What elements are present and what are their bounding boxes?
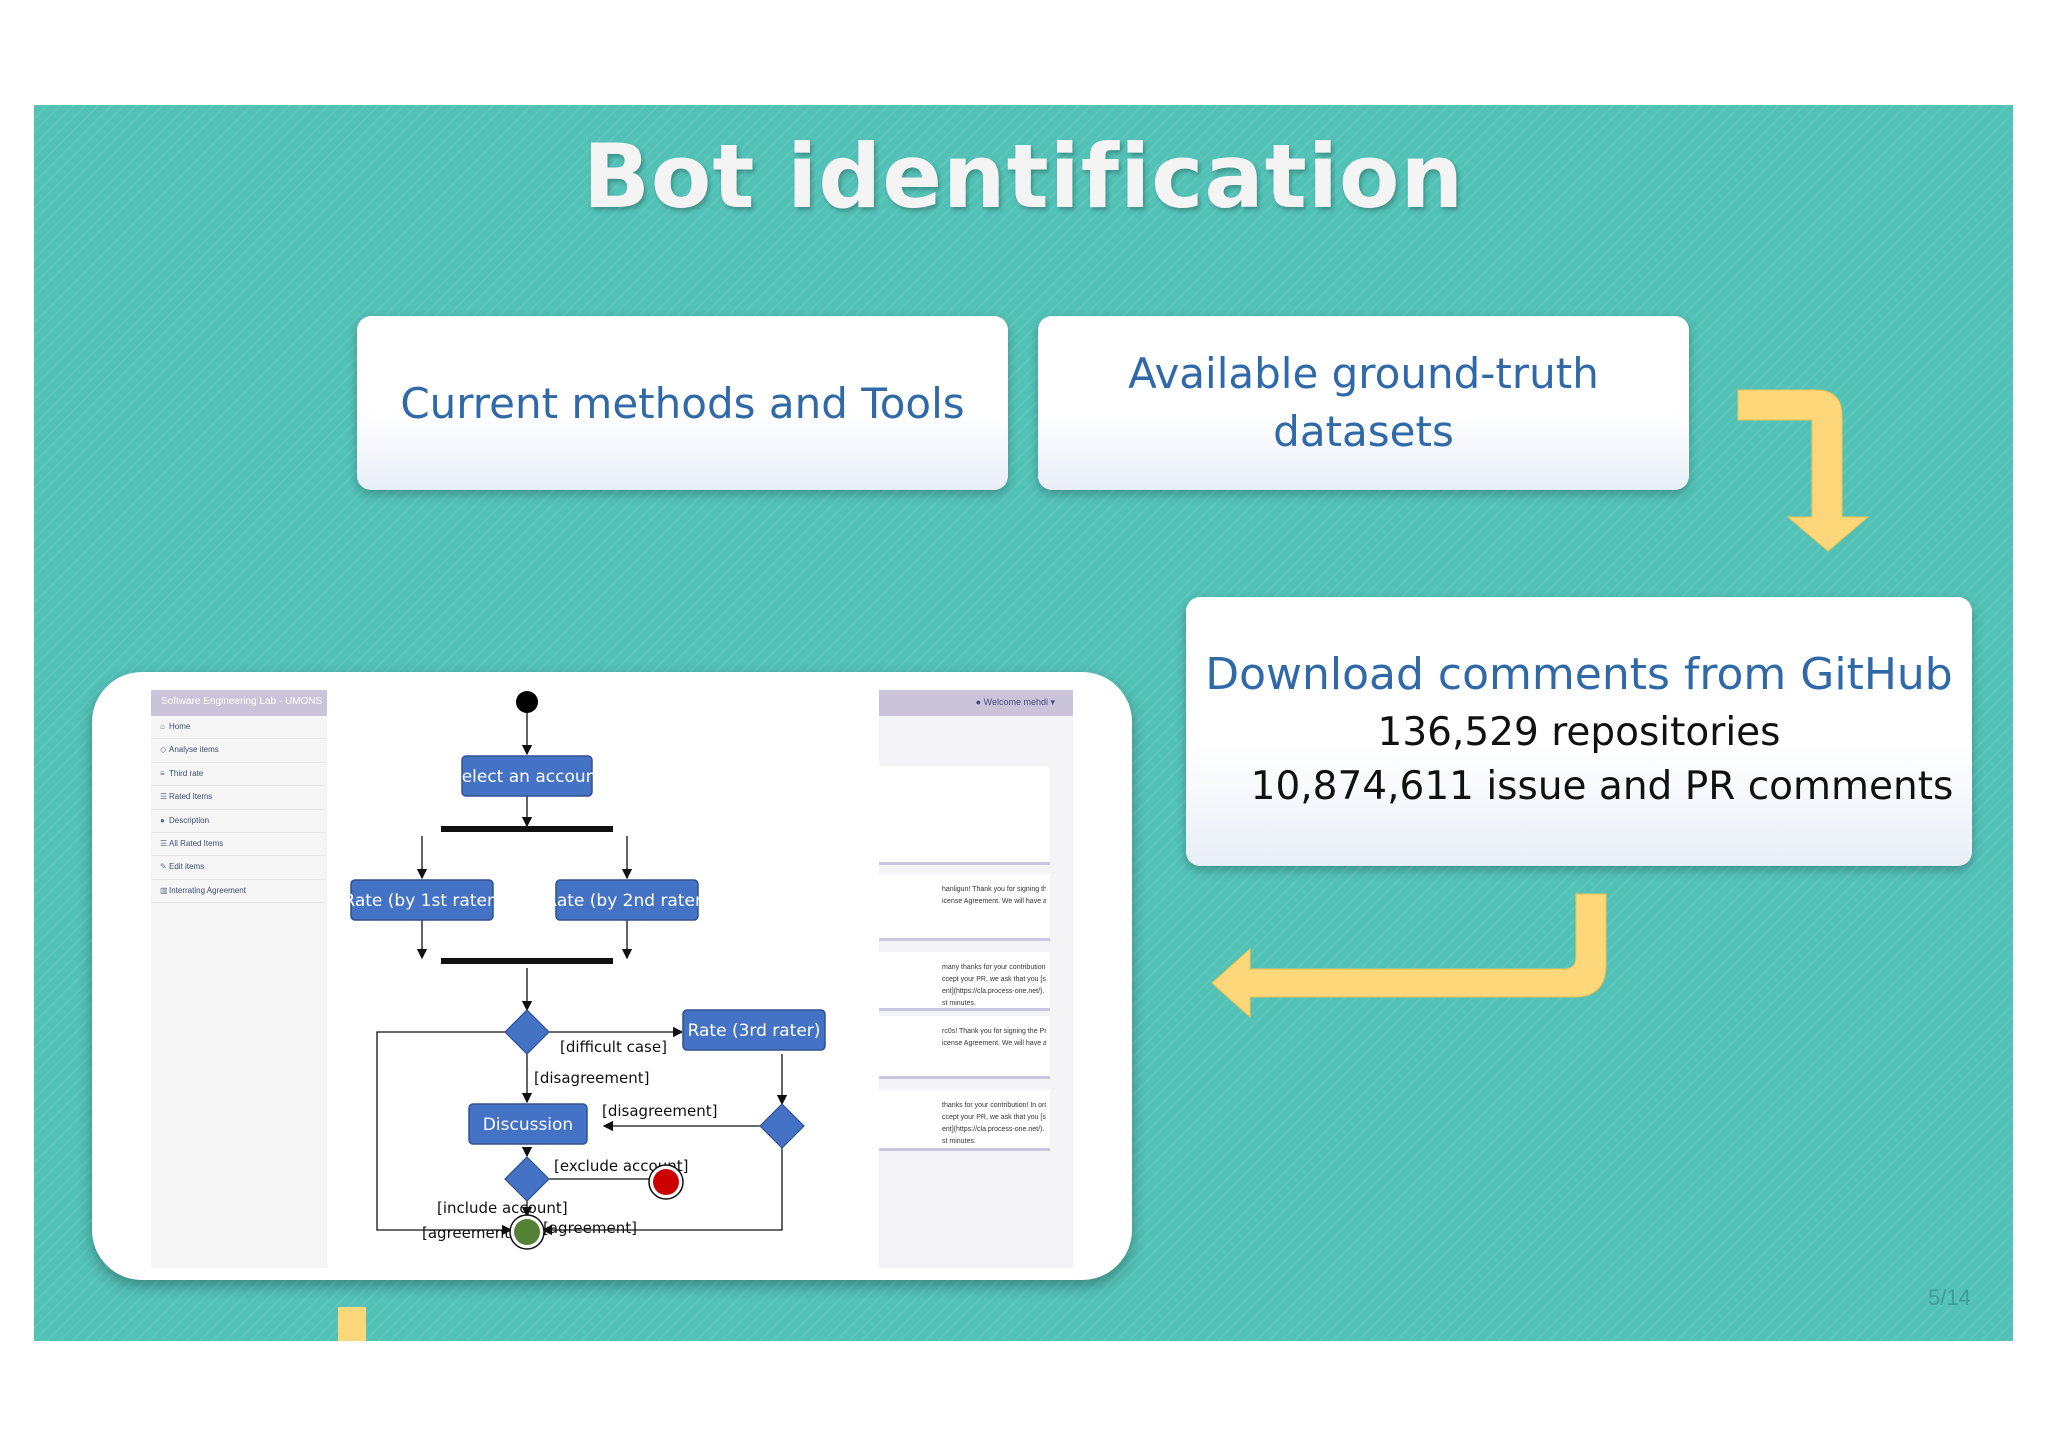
sidebar-item-edit-items[interactable]: ✎Edit items [151, 856, 325, 880]
comment-text-line: icense Agreement. We will have a look at… [942, 1040, 1046, 1047]
sidebar-item-analyse-items[interactable]: ◇Analyse items [151, 739, 325, 763]
rate-third-node: Rate (3rd rater) [682, 1009, 826, 1051]
final-node [509, 1214, 545, 1250]
sidebar-item-all-rated-items[interactable]: ☰All Rated Items [151, 833, 325, 857]
agreement-label-1: [agreement] [422, 1224, 516, 1242]
decision-diamond-1 [504, 1009, 550, 1055]
comment-text-line: ent](https://cla.process-one.net/). It's… [942, 1126, 1046, 1133]
sidebar-item-label: Home [169, 722, 191, 731]
join-bar [441, 958, 613, 964]
discussion-node: Discussion [468, 1103, 588, 1145]
comment-text-line: icense Agreement. We will have a look at… [942, 898, 1046, 905]
download-title: Download comments from GitHub [1205, 649, 1953, 700]
rate-first-node: Rate (by 1st rater) [343, 879, 501, 921]
difficult-case-label: [difficult case] [560, 1038, 667, 1056]
comment-snippet-right: hanligun! Thank you for signing the Proc… [942, 884, 1046, 908]
sidebar-item-home[interactable]: ⌂ Home [151, 716, 325, 740]
datasets-line2: datasets [1273, 407, 1454, 456]
info-icon: ● [160, 815, 165, 825]
caret-down-icon: ▾ [1047, 697, 1055, 707]
welcome-label: Welcome mehdi [983, 697, 1048, 707]
tablet-frame: Software Engineering Lab - UMONS ● Welco… [92, 672, 1132, 1280]
sidebar-item-label: Third rate [169, 768, 204, 778]
comment-text-line: ccept your PR, we ask that you [sign a c… [942, 976, 1046, 983]
sidebar-item-label: All Rated Items [169, 838, 224, 848]
start-node [516, 691, 538, 713]
comment-text-line: st minutes. [942, 1138, 976, 1145]
activity-diagram: Select an account Rate (by 1st rater) Ra… [327, 690, 879, 1268]
sidebar-item-description[interactable]: ● Description [151, 810, 325, 833]
app-brand[interactable]: Software Engineering Lab - UMONS [161, 696, 323, 707]
rate-second-label: Rate (by 2nd rater) [545, 891, 708, 911]
comment-text-line: ent](https://cla.process-one.net/). It's… [942, 988, 1046, 995]
slide: Bot identification Current methods and T… [34, 105, 2013, 1341]
comment-text-line: hanligun! Thank you for signing the Proc… [942, 886, 1046, 893]
sidebar-item-label: Interrating Agreement [169, 885, 246, 895]
decision-diamond-3 [504, 1156, 550, 1202]
comment-snippet-right: rc0s! Thank you for signing the ProcessO… [942, 1026, 1046, 1050]
disagreement-label-2: [disagreement] [602, 1102, 717, 1120]
comment-text-line: st minutes. [942, 1000, 976, 1007]
arrow-stub-icon [338, 1307, 366, 1341]
fork-bar [441, 826, 613, 832]
rate-first-label: Rate (by 1st rater) [343, 891, 500, 911]
select-account-label: Select an account [451, 767, 604, 787]
sliders-icon: ≡ [160, 768, 165, 778]
current-methods-box: Current methods and Tools [357, 316, 1008, 490]
app-screenshot: Software Engineering Lab - UMONS ● Welco… [151, 690, 1073, 1268]
sidebar-item-label: Description [169, 815, 210, 825]
include-account-label: [include account] [437, 1199, 568, 1217]
decision-diamond-2 [759, 1103, 805, 1149]
comment-text-line: ccept your PR, we ask that you [sign a c… [942, 1114, 1046, 1121]
tag-icon: ◇ [160, 745, 167, 755]
download-comments-box: Download comments from GitHub 136,529 re… [1186, 597, 1972, 866]
comment-text-line: rc0s! Thank you for signing the ProcessO… [942, 1028, 1046, 1035]
list-icon: ☰ [160, 838, 168, 848]
comment-text-line: many thanks for your contribution! In or… [942, 964, 1046, 971]
agreement-label-2: [agreement] [543, 1219, 637, 1237]
repositories-count: 136,529 repositories [1377, 710, 1781, 755]
chart-icon: ▥ [160, 885, 168, 895]
arrow-down-left-icon [1211, 893, 1607, 1019]
sidebar-item-interrating-agreement[interactable]: ▥Interrating Agreement [151, 880, 325, 904]
current-methods-label: Current methods and Tools [400, 378, 965, 428]
comment-text-line: thanks for your contribution! In order f… [942, 1102, 1046, 1109]
disagreement-label-1: [disagreement] [534, 1069, 649, 1087]
sidebar-item-label: Rated Items [169, 792, 213, 802]
sidebar-item-rated-items[interactable]: ☰Rated Items [151, 786, 325, 810]
sidebar-item-third-rate[interactable]: ≡ Third rate [151, 763, 325, 787]
page-number: 5/14 [1928, 1285, 1971, 1310]
sidebar-item-label: Edit items [169, 862, 205, 872]
comment-snippet-right: thanks for your contribution! In order f… [942, 1100, 1046, 1148]
edit-icon: ✎ [160, 862, 167, 872]
end-node [648, 1164, 684, 1200]
datasets-line1: Available ground-truth [1128, 349, 1599, 398]
home-icon: ⌂ [160, 722, 165, 731]
datasets-box: Available ground-truth datasets [1038, 316, 1689, 490]
rate-third-label: Rate (3rd rater) [688, 1021, 821, 1041]
discussion-label: Discussion [483, 1115, 573, 1135]
rate-second-node: Rate (by 2nd rater) [545, 879, 709, 921]
comment-snippet-right: many thanks for your contribution! In or… [942, 962, 1046, 1010]
slide-title: Bot identification [582, 125, 1465, 228]
sidebar-item-label: Analyse items [169, 745, 219, 755]
app-sidebar: ⌂Home◇Analyse items≡Third rate☰Rated Ite… [151, 716, 326, 1268]
list-icon: ☰ [160, 792, 168, 802]
comments-count: 10,874,611 issue and PR comments [1250, 764, 1954, 809]
select-account-node: Select an account [451, 755, 604, 797]
arrow-right-down-icon [1737, 389, 1870, 552]
welcome-menu[interactable]: ● Welcome mehdi ▾ [976, 697, 1055, 708]
user-icon: ● [975, 697, 984, 707]
